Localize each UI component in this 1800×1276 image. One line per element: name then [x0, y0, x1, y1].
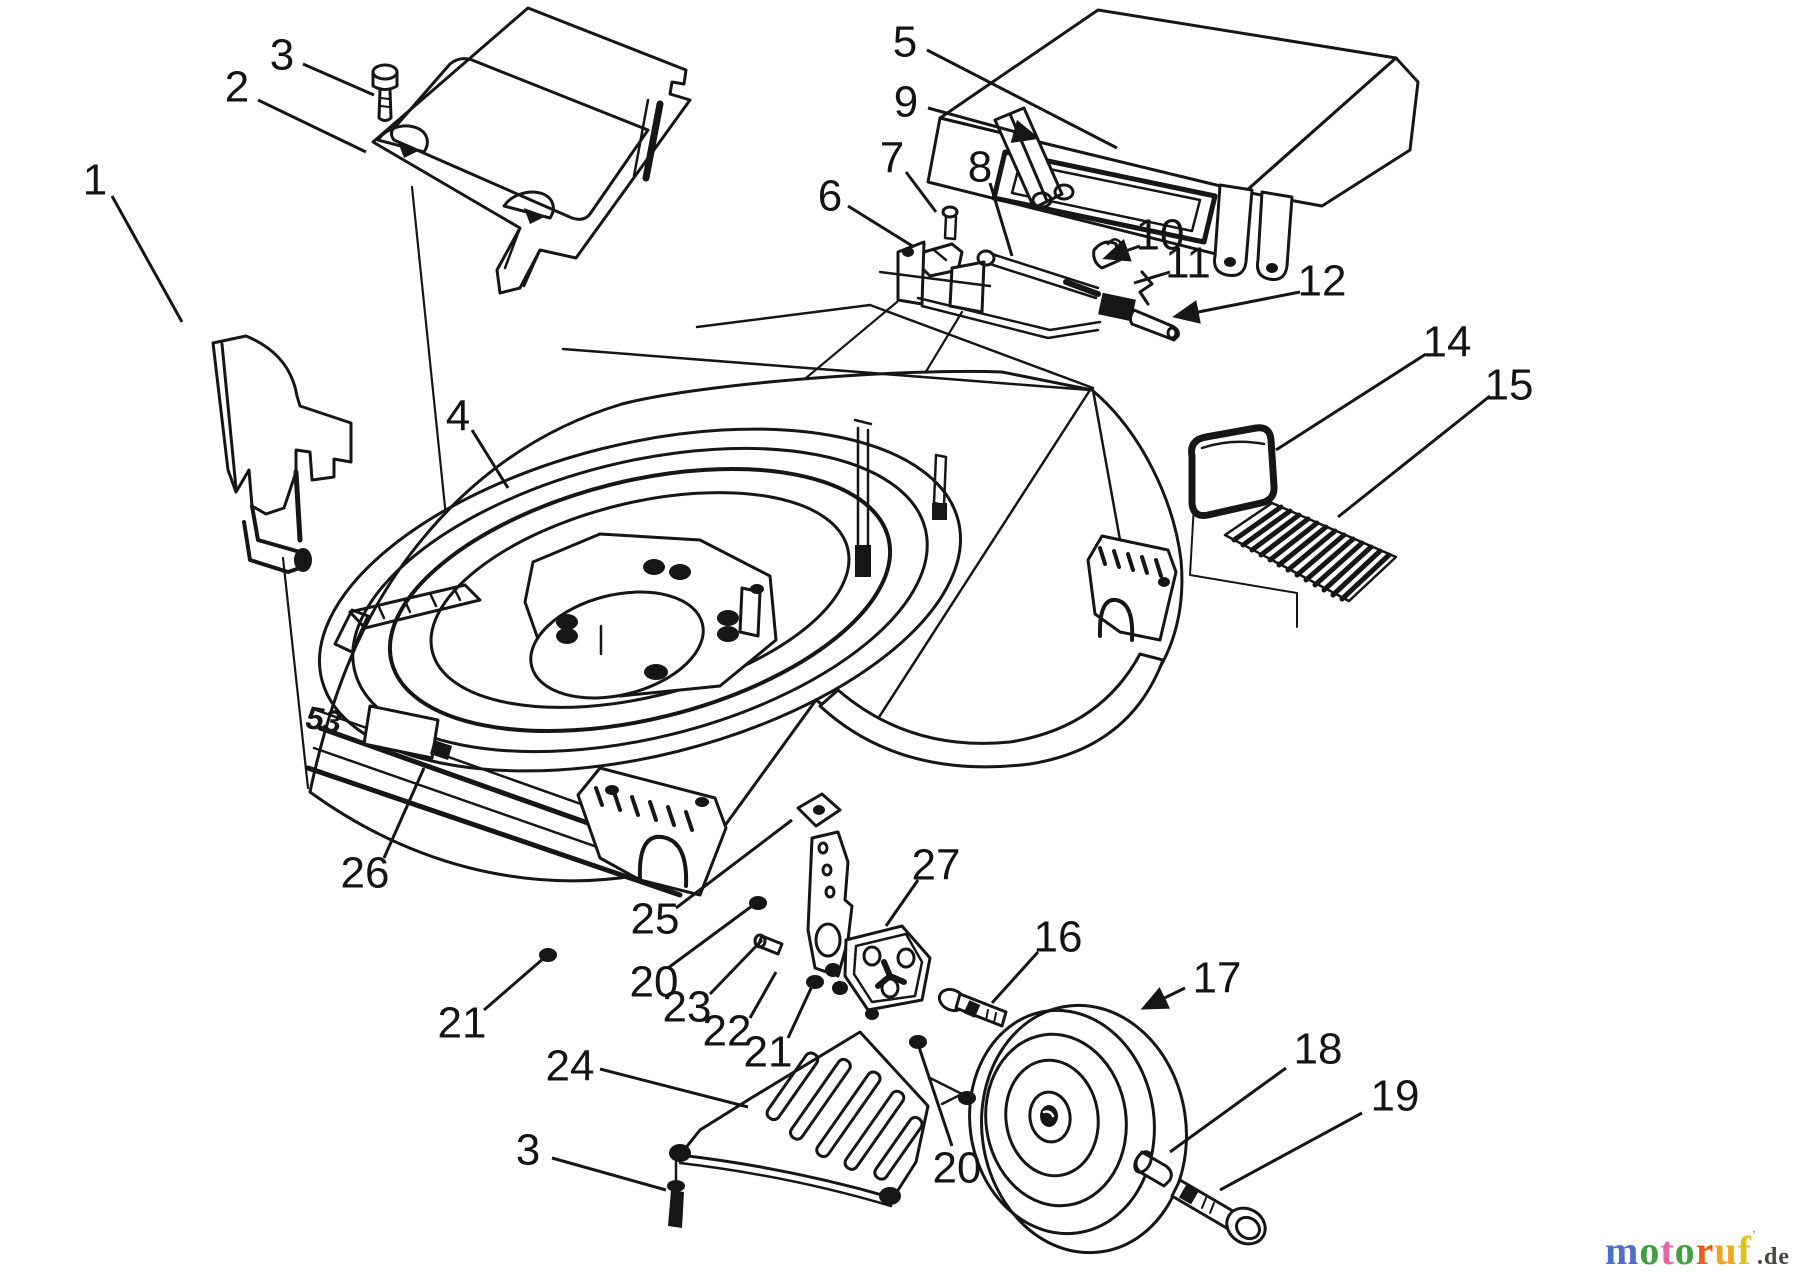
part-spacer-drawing — [1133, 1150, 1173, 1188]
callout-label-15: 15 — [1485, 361, 1534, 410]
callout-label-14: 14 — [1423, 318, 1472, 367]
callout-label-12: 12 — [1298, 257, 1347, 306]
callout-leader-line-23 — [708, 938, 764, 996]
callout-label-27: 27 — [912, 841, 961, 890]
callout-label-21: 21 — [438, 999, 487, 1048]
part-height-adjuster-drawing — [539, 792, 976, 1106]
callout-leader-line-19 — [1219, 1111, 1363, 1192]
callout-leader-line-20 — [916, 1043, 954, 1147]
front-wheel-bracket-drawing — [576, 766, 728, 897]
watermark-logo: motoruf’.de — [1605, 1227, 1790, 1274]
callout-label-1: 1 — [83, 156, 107, 205]
callout-leader-line-3 — [302, 62, 375, 97]
part-engine-cover-drawing — [926, 8, 1420, 281]
part-deck-drawing: 53 — [302, 303, 1298, 898]
callout-label-26: 26 — [341, 849, 390, 898]
callout-leader-line-18 — [1169, 1066, 1287, 1154]
part-axle-bolt-drawing — [1170, 1178, 1267, 1246]
callout-label-3: 3 — [516, 1126, 540, 1175]
callout-label-21: 21 — [744, 1028, 793, 1077]
part-seal-frame-drawing — [1188, 424, 1278, 519]
callout-label-19: 19 — [1371, 1072, 1420, 1121]
callout-label-3: 3 — [270, 31, 294, 80]
part-bolt-top-drawing — [371, 63, 399, 122]
part-bolt-bottom-drawing — [667, 1160, 685, 1228]
callout-leader-line-24 — [599, 1067, 749, 1109]
callout-leader-line-12 — [1172, 290, 1301, 324]
callout-leader-line-11 — [1133, 270, 1171, 285]
callout-leader-line-20 — [667, 904, 753, 970]
callout-leader-line-5 — [926, 48, 1118, 150]
callout-leader-line-26 — [382, 767, 426, 859]
callout-label-5: 5 — [893, 18, 917, 67]
watermark-letter: r — [1695, 1228, 1715, 1273]
callout-label-22: 22 — [703, 1007, 752, 1056]
callout-leader-line-22 — [748, 971, 778, 1019]
callout-leader-line-8 — [988, 182, 1014, 257]
callout-leader-line-16 — [990, 950, 1040, 1005]
callout-leader-line-9 — [927, 106, 1040, 144]
part-cover-plate-drawing — [371, 6, 692, 295]
callout-leader-line-17 — [1140, 986, 1186, 1010]
callout-leader-line-21 — [483, 956, 545, 1012]
callout-leader-line-6 — [847, 204, 915, 249]
part-wheel-drawing — [968, 1003, 1188, 1255]
callout-leader-line-21 — [786, 983, 815, 1039]
watermark-letter: o — [1639, 1228, 1661, 1273]
watermark-letter: m — [1605, 1228, 1640, 1273]
callout-label-25: 25 — [631, 895, 680, 944]
watermark-letter: f — [1737, 1228, 1752, 1273]
callout-label-10: 10 — [1136, 211, 1185, 260]
callout-label-4: 4 — [446, 392, 470, 441]
watermark-letter: t — [1660, 1228, 1675, 1273]
callout-label-11: 11 — [1165, 239, 1211, 288]
callout-leader-line-10 — [1102, 238, 1141, 262]
callout-label-9: 9 — [894, 78, 918, 127]
callout-label-7: 7 — [880, 134, 904, 183]
callout-leader-line-3 — [551, 1156, 667, 1192]
callout-leader-line-25 — [675, 818, 793, 910]
callout-leader-line-27 — [884, 879, 920, 927]
watermark-letter: u — [1714, 1228, 1738, 1273]
callout-label-16: 16 — [1034, 913, 1083, 962]
callout-label-23: 23 — [663, 983, 712, 1032]
callout-label-6: 6 — [818, 172, 842, 221]
callout-leader-line-4 — [470, 429, 510, 489]
watermark-tm-mark: ’ — [1752, 1227, 1757, 1241]
callout-label-20: 20 — [933, 1144, 982, 1193]
callout-label-17: 17 — [1193, 954, 1242, 1003]
rear-wheel-bracket-drawing — [1086, 534, 1178, 642]
watermark-tld: .de — [1757, 1244, 1790, 1270]
callout-leader-line-14 — [1275, 352, 1427, 452]
part-skirt-drawing — [669, 1030, 930, 1208]
watermark-letter: o — [1674, 1228, 1696, 1273]
callout-label-2: 2 — [225, 63, 249, 112]
callout-label-18: 18 — [1294, 1025, 1343, 1074]
callout-label-20: 20 — [630, 958, 679, 1007]
part-bolt-16-drawing — [937, 987, 1008, 1028]
callout-leader-line-7 — [904, 171, 938, 213]
callout-leader-line-2 — [257, 98, 367, 154]
callout-label-8: 8 — [968, 143, 992, 192]
callout-leader-line-1 — [110, 195, 184, 323]
callout-leader-line-15 — [1337, 394, 1491, 519]
part-baffle-drawing — [211, 334, 353, 574]
part-grip-pad-drawing — [1223, 501, 1398, 603]
callout-label-24: 24 — [546, 1042, 595, 1091]
